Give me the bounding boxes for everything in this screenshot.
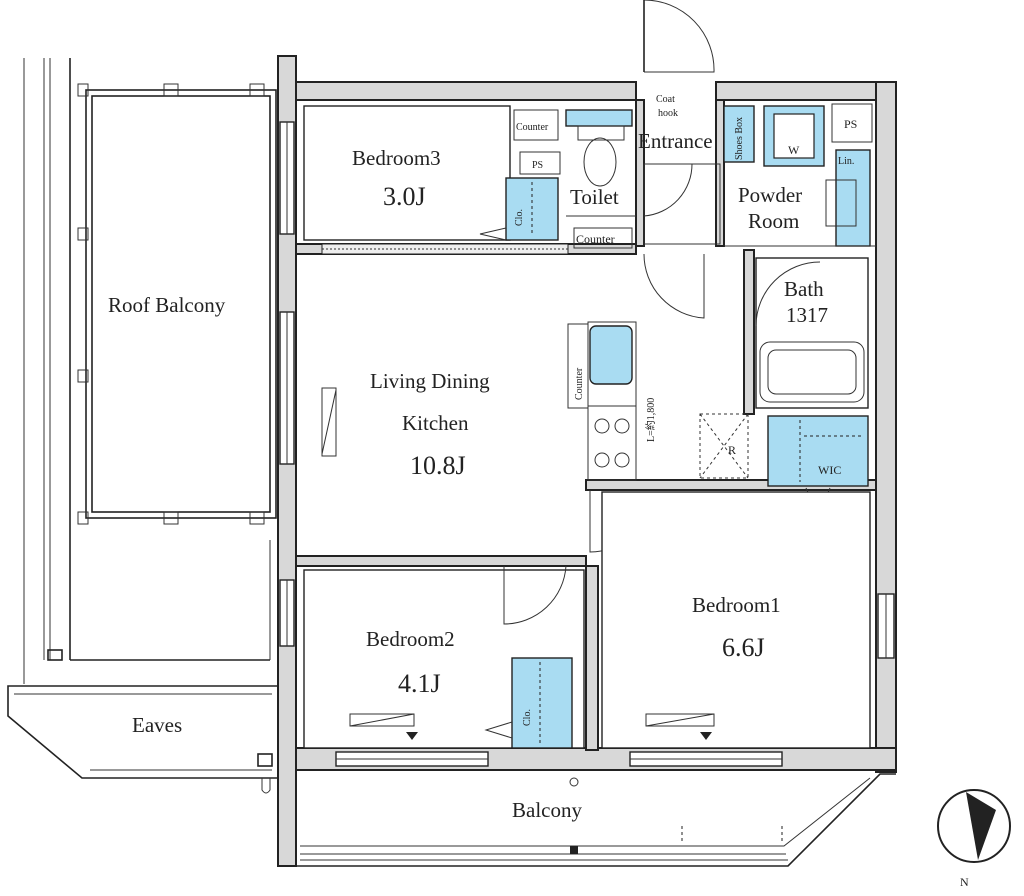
- coat-hook-label-2: hook: [658, 108, 678, 119]
- counter-label-2: Counter: [576, 232, 615, 246]
- bath-name: Bath: [784, 277, 824, 301]
- kitchen: [321, 321, 869, 553]
- bath: [755, 257, 869, 409]
- bath-size: 1317: [786, 303, 828, 327]
- bedroom2-size: 4.1J: [398, 669, 441, 698]
- shoes-box-label: Shoes Box: [734, 117, 745, 160]
- balcony: [295, 770, 896, 867]
- counter-label-1: Counter: [516, 122, 549, 133]
- ps-label-2: PS: [844, 117, 857, 131]
- powder-name-2: Room: [748, 209, 799, 233]
- kitchen-length-label: L=約1,800: [644, 398, 657, 442]
- clo-label-1: Clo.: [514, 209, 525, 226]
- powder-name-1: Powder: [738, 183, 802, 207]
- ldk-name-1: Living Dining: [370, 369, 490, 393]
- washer-label: W: [788, 143, 800, 157]
- lin-label: Lin.: [838, 156, 854, 167]
- ldk-name-2: Kitchen: [402, 411, 469, 435]
- bedroom1-name: Bedroom1: [692, 593, 781, 617]
- eaves-name: Eaves: [132, 713, 182, 737]
- bedroom3: [303, 105, 569, 255]
- bedroom1: [601, 491, 871, 749]
- coat-hook-label-1: Coat: [656, 94, 675, 105]
- counter-label-3: Counter: [574, 367, 585, 400]
- ldk-size: 10.8J: [410, 451, 466, 480]
- bedroom2-name: Bedroom2: [366, 627, 455, 651]
- entrance-name: Entrance: [638, 129, 713, 153]
- refrigerator-label: R: [728, 443, 736, 457]
- roof-balcony-area: [23, 58, 277, 684]
- clo-label-2: Clo.: [522, 709, 533, 726]
- wic-label: WIC: [818, 463, 841, 477]
- compass-icon: [937, 789, 1011, 863]
- bedroom3-size: 3.0J: [383, 182, 426, 211]
- roof-balcony-name: Roof Balcony: [108, 293, 226, 317]
- bedroom1-size: 6.6J: [722, 633, 765, 662]
- toilet-name: Toilet: [570, 185, 619, 209]
- bedroom3-name: Bedroom3: [352, 146, 441, 170]
- balcony-name: Balcony: [512, 798, 582, 822]
- compass-north-label: N: [960, 875, 969, 889]
- bedroom2: [303, 565, 585, 749]
- wet-core: [565, 0, 876, 319]
- ps-label-1: PS: [532, 160, 543, 171]
- eaves-area: [7, 685, 279, 794]
- windows: [279, 121, 895, 767]
